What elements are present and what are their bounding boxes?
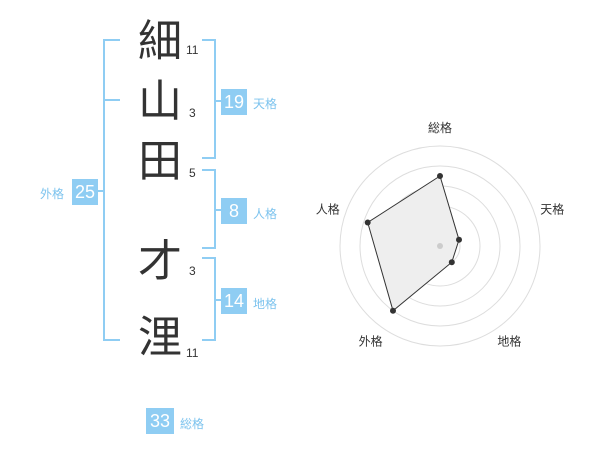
name-char-2: 山 (138, 76, 182, 127)
radar-axis-label-1: 総格 (428, 120, 452, 135)
stroke-count-3: 5 (189, 166, 196, 180)
radar-center-dot (437, 243, 443, 249)
radar-points (364, 173, 462, 314)
jinkaku-label: 人格 (253, 207, 278, 221)
name-char-3: 田 (138, 136, 182, 187)
chikaku-badge: 14 (221, 288, 247, 314)
radar-point-2 (456, 236, 462, 243)
radar-axis-label-2: 天格 (540, 202, 564, 217)
jinkaku-badge: 8 (221, 198, 247, 224)
stroke-count-1: 11 (186, 43, 199, 57)
chikaku-label: 地格 (253, 297, 278, 311)
radar-point-5 (364, 219, 371, 226)
tenkaku-badge: 19 (221, 89, 247, 115)
radar-axis-label-4: 外格 (359, 334, 383, 349)
tenkaku-bracket (202, 39, 216, 159)
name-char-5: 浬 (138, 312, 182, 363)
name-char-1: 細 (138, 16, 182, 67)
soukaku-badge: 33 (146, 408, 174, 434)
radar-point-4 (390, 307, 396, 314)
radar-point-3 (448, 259, 455, 266)
gaikaku-label: 外格 (40, 187, 65, 201)
tenkaku-label: 天格 (253, 97, 278, 111)
stroke-count-5: 11 (186, 346, 199, 360)
radar-data-polygon (367, 175, 460, 312)
soukaku-label: 総格 (180, 417, 205, 431)
stroke-count-2: 3 (189, 106, 196, 120)
name-char-4: 才 (138, 236, 182, 287)
gaikaku-badge: 25 (72, 179, 98, 205)
radar-axis-label-3: 地格 (497, 334, 521, 349)
stroke-count-4: 3 (189, 264, 196, 278)
radar-axis-label-5: 人格 (316, 202, 340, 217)
radar-grid-ring (359, 165, 521, 327)
radar-point-1 (437, 173, 443, 179)
radar-grid-ring (339, 145, 541, 347)
